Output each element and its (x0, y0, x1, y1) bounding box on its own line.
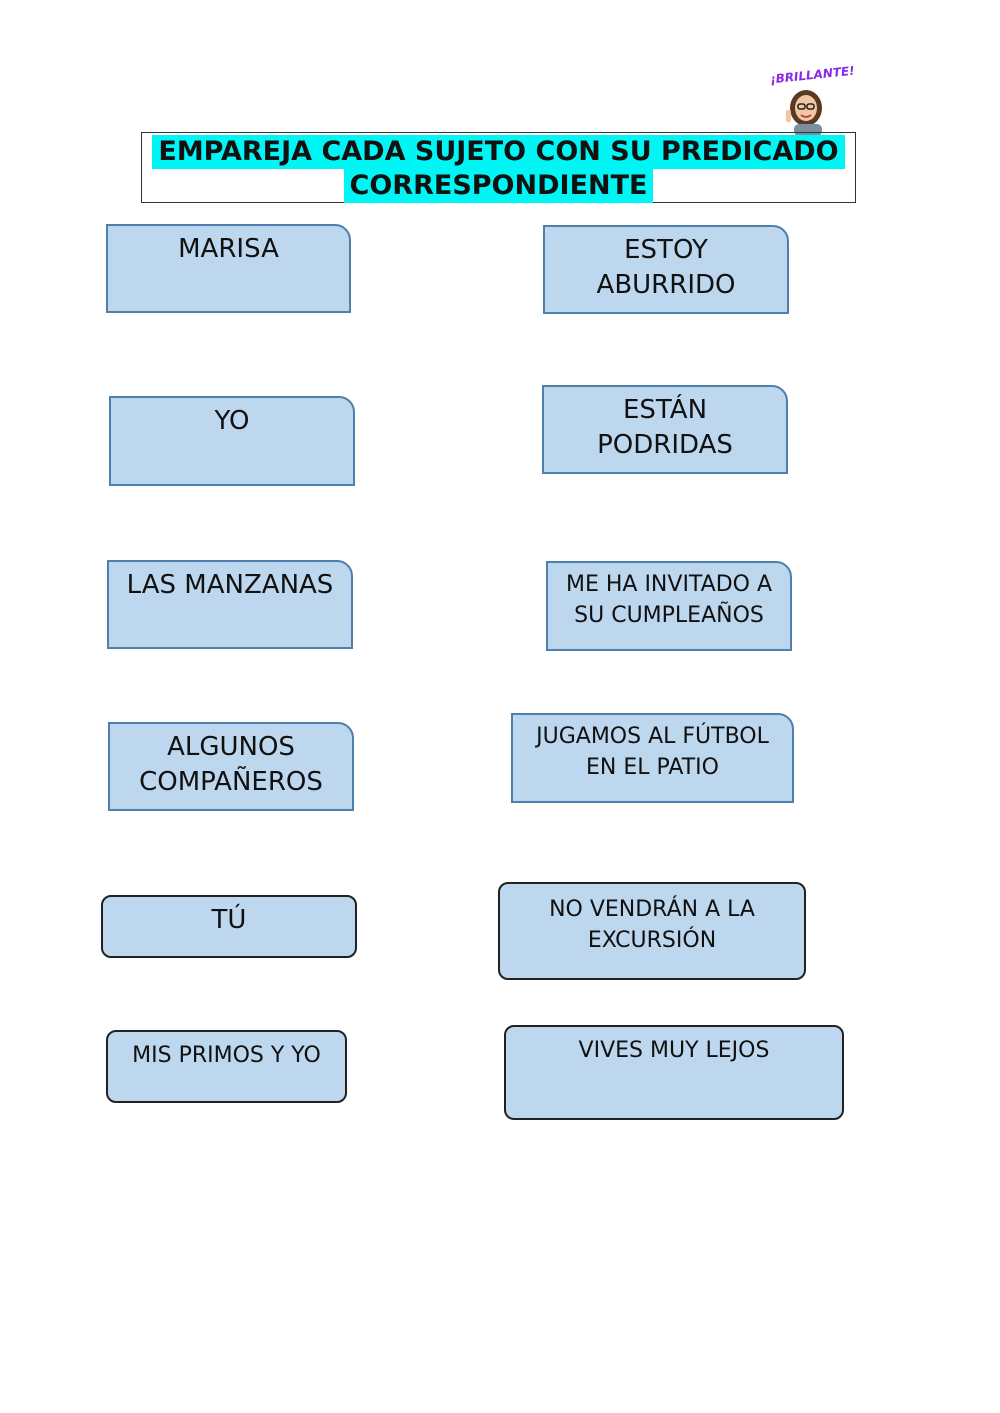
card-text-line-2: PODRIDAS (597, 430, 733, 460)
card-text-line-2: ABURRIDO (596, 270, 736, 300)
predicate-card-estan-podridas[interactable]: ESTÁN PODRIDAS (542, 385, 788, 474)
title-line-2: CORRESPONDIENTE (343, 169, 654, 203)
card-text-line-1: ESTOY (624, 235, 708, 265)
card-text: TÚ (211, 905, 247, 935)
predicate-card-me-ha-invitado[interactable]: ME HA INVITADO A SU CUMPLEAÑOS (546, 561, 792, 651)
card-text: MIS PRIMOS Y YO (132, 1043, 321, 1068)
predicate-card-vives-muy-lejos[interactable]: VIVES MUY LEJOS (504, 1025, 844, 1120)
card-text-line-1: NO VENDRÁN A LA (549, 897, 755, 922)
subject-card-tu[interactable]: TÚ (101, 895, 357, 958)
card-text-line-1: JUGAMOS AL FÚTBOL (536, 724, 769, 749)
card-text-line-1: ME HA INVITADO A (565, 572, 773, 597)
card-text-line-2: SU CUMPLEAÑOS (574, 603, 764, 628)
card-text: VIVES MUY LEJOS (578, 1038, 770, 1063)
title-line-1: EMPAREJA CADA SUJETO CON SU PREDICADO (152, 135, 845, 169)
card-text-line-2: EXCURSIÓN (587, 928, 717, 953)
card-text-line-2: EN EL PATIO (586, 755, 719, 780)
teacher-avatar-icon (786, 90, 822, 136)
instruction-title: EMPAREJA CADA SUJETO CON SU PREDICADO CO… (141, 132, 856, 203)
card-text-line-1: ESTÁN (622, 395, 708, 425)
predicate-card-jugamos-al-futbol[interactable]: JUGAMOS AL FÚTBOL EN EL PATIO (511, 713, 794, 803)
card-text: YO (214, 406, 250, 436)
brillante-sticker: ¡BRILLANTE! (768, 64, 855, 136)
subject-card-algunos-companeros[interactable]: ALGUNOS COMPAÑEROS (108, 722, 354, 811)
card-text: MARISA (178, 234, 279, 264)
card-text-line-2: COMPAÑEROS (139, 767, 323, 797)
subject-card-las-manzanas[interactable]: LAS MANZANAS (107, 560, 353, 649)
subject-card-mis-primos-y-yo[interactable]: MIS PRIMOS Y YO (106, 1030, 347, 1103)
card-text-line-1: ALGUNOS (167, 732, 295, 762)
subject-card-marisa[interactable]: MARISA (106, 224, 351, 313)
predicate-card-estoy-aburrido[interactable]: ESTOY ABURRIDO (543, 225, 789, 314)
subject-card-yo[interactable]: YO (109, 396, 355, 486)
card-text: LAS MANZANAS (126, 570, 334, 600)
predicate-card-no-vendran[interactable]: NO VENDRÁN A LA EXCURSIÓN (498, 882, 806, 980)
